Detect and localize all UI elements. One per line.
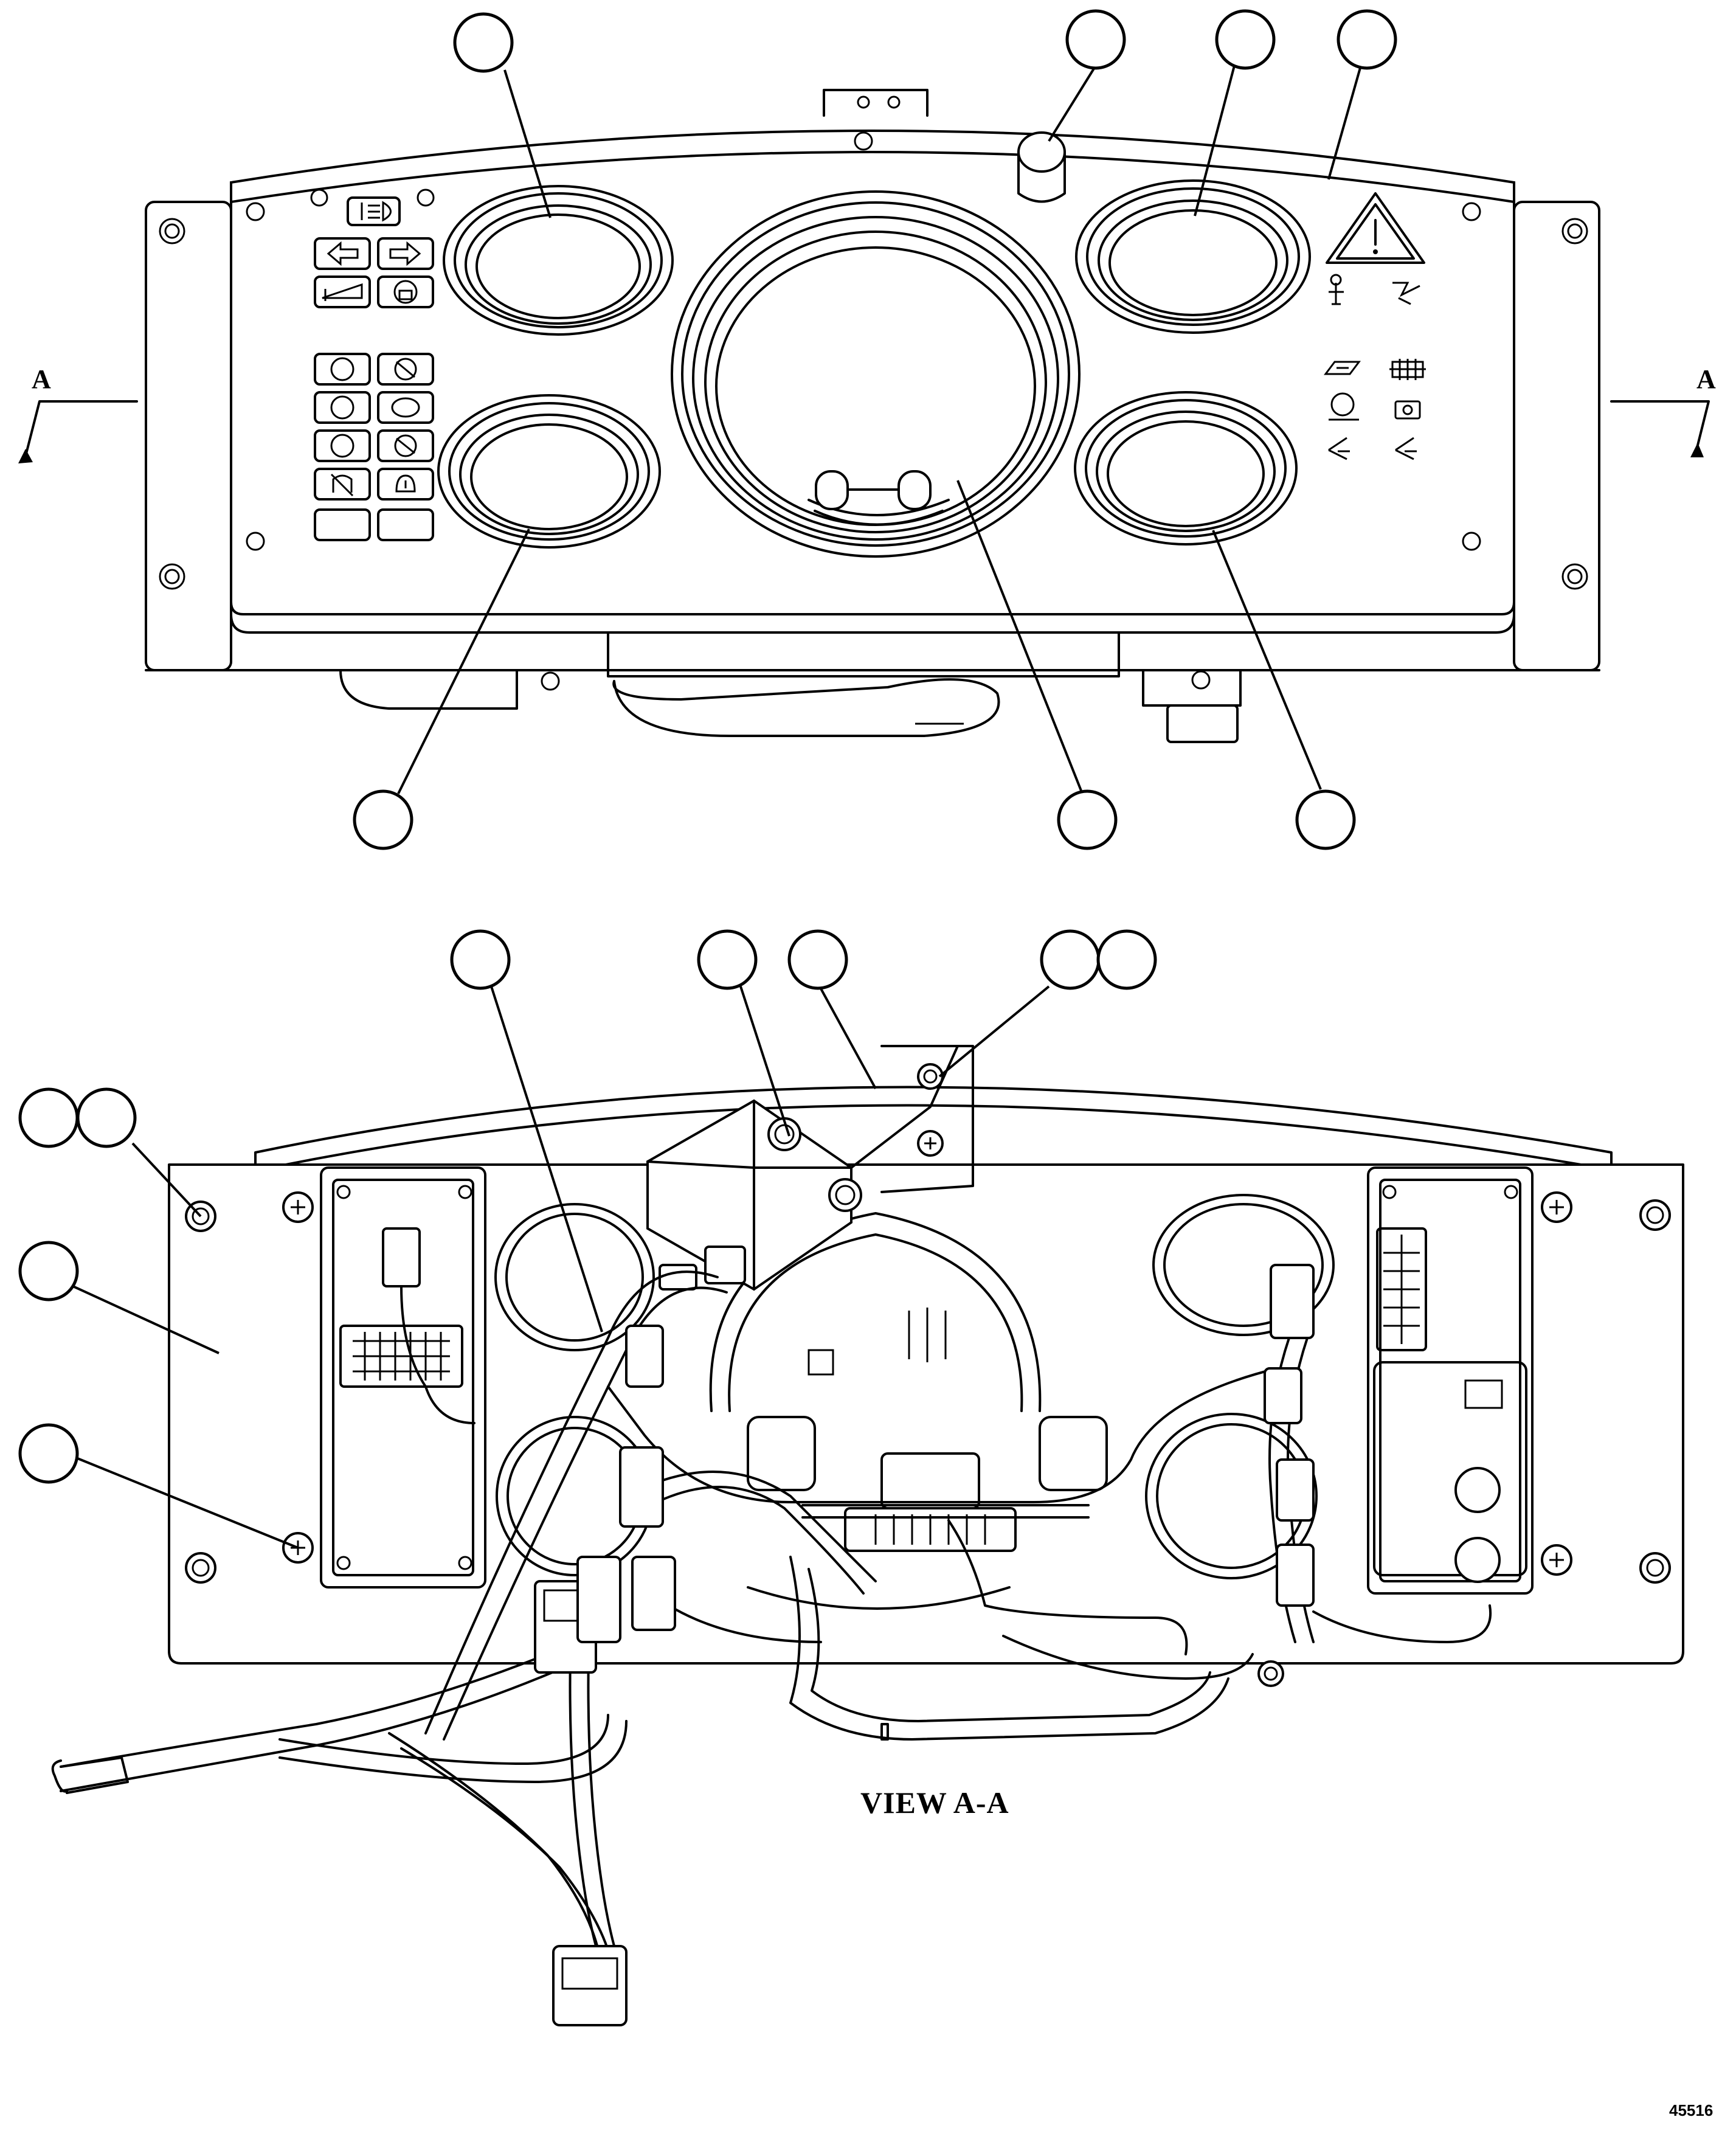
rotary-knob	[1017, 131, 1066, 203]
small-gauge-lower-left	[437, 394, 661, 549]
callout-balloon	[1057, 789, 1118, 850]
alarm-right-icon	[1395, 437, 1417, 460]
headlight-icon	[347, 196, 401, 226]
bezel-outline	[230, 130, 1515, 634]
callout-balloon	[697, 929, 758, 990]
no-operator-icon	[330, 473, 354, 497]
callout-balloon	[18, 1087, 79, 1148]
flange-screws	[159, 131, 1588, 590]
small-gauge-upper-right	[1075, 179, 1311, 334]
callout-balloon	[1295, 789, 1356, 850]
callout-balloon	[1215, 9, 1276, 70]
traction-control-icon	[1330, 392, 1355, 417]
operator-icon	[1329, 283, 1344, 305]
parking-brake-icon	[330, 357, 354, 381]
brake-warning-icon	[391, 397, 420, 418]
transmission-icon	[330, 434, 354, 458]
instrument-panel-rear-view	[51, 1045, 1684, 2026]
small-gauge-upper-left	[443, 185, 674, 336]
left-mounting-flange	[145, 201, 232, 671]
no-entry-icon	[394, 358, 417, 381]
battery-charge-icon	[330, 395, 354, 420]
incline-icon	[322, 283, 363, 301]
turn-right-arrow-icon	[389, 241, 421, 266]
rear-panel-fasteners	[185, 1063, 1671, 1687]
left-connector-block	[339, 1227, 475, 1424]
callout-balloon	[1096, 929, 1157, 990]
harness-connectors	[51, 1264, 1315, 2026]
main-center-gauge	[671, 190, 1081, 558]
right-connector-panel	[1367, 1166, 1534, 1595]
callout-balloon	[1065, 9, 1126, 70]
no-tool-icon	[394, 434, 417, 457]
rear-mounting-plate	[168, 1163, 1684, 1665]
temperature-icon	[395, 474, 416, 493]
callout-balloon	[353, 789, 413, 850]
inspection-icon	[1324, 361, 1361, 375]
rear-gauge-housings	[494, 1194, 1335, 1610]
callout-balloon	[18, 1241, 79, 1301]
warning-triangle-icon	[1326, 192, 1425, 264]
section-line-a-a	[18, 400, 1710, 463]
sensor-bracket	[646, 1045, 974, 1291]
turn-left-arrow-icon	[327, 241, 359, 266]
callout-balloon	[1040, 929, 1101, 990]
instrument-panel-front-view	[18, 89, 1710, 743]
callout-balloon	[18, 1423, 79, 1484]
callouts-view-a-a	[18, 929, 1157, 1549]
section-letter-left: A	[32, 364, 51, 394]
view-title: VIEW A-A	[860, 1786, 1009, 1820]
callout-balloon	[453, 12, 514, 73]
callout-balloon	[450, 929, 511, 990]
lock-icon	[393, 280, 418, 304]
callout-balloon	[76, 1087, 137, 1148]
alarm-left-icon	[1328, 437, 1350, 460]
right-mounting-flange	[1513, 201, 1600, 671]
callouts-top-view	[353, 9, 1397, 850]
camera-icon	[1394, 400, 1421, 420]
left-connector-panel	[320, 1166, 486, 1589]
right-connector-block	[1373, 1227, 1527, 1583]
hydraulic-icon	[1392, 282, 1420, 305]
callout-balloon	[787, 929, 848, 990]
grid-icon	[1389, 359, 1426, 380]
callout-balloon	[1337, 9, 1397, 70]
harness-loop-front	[612, 678, 1000, 737]
right-indicator-cluster	[1324, 192, 1426, 460]
section-letter-right: A	[1696, 364, 1716, 394]
figure-number: 45516	[1669, 2101, 1714, 2119]
left-indicator-cluster	[314, 196, 434, 541]
small-gauge-lower-right	[1074, 391, 1298, 546]
